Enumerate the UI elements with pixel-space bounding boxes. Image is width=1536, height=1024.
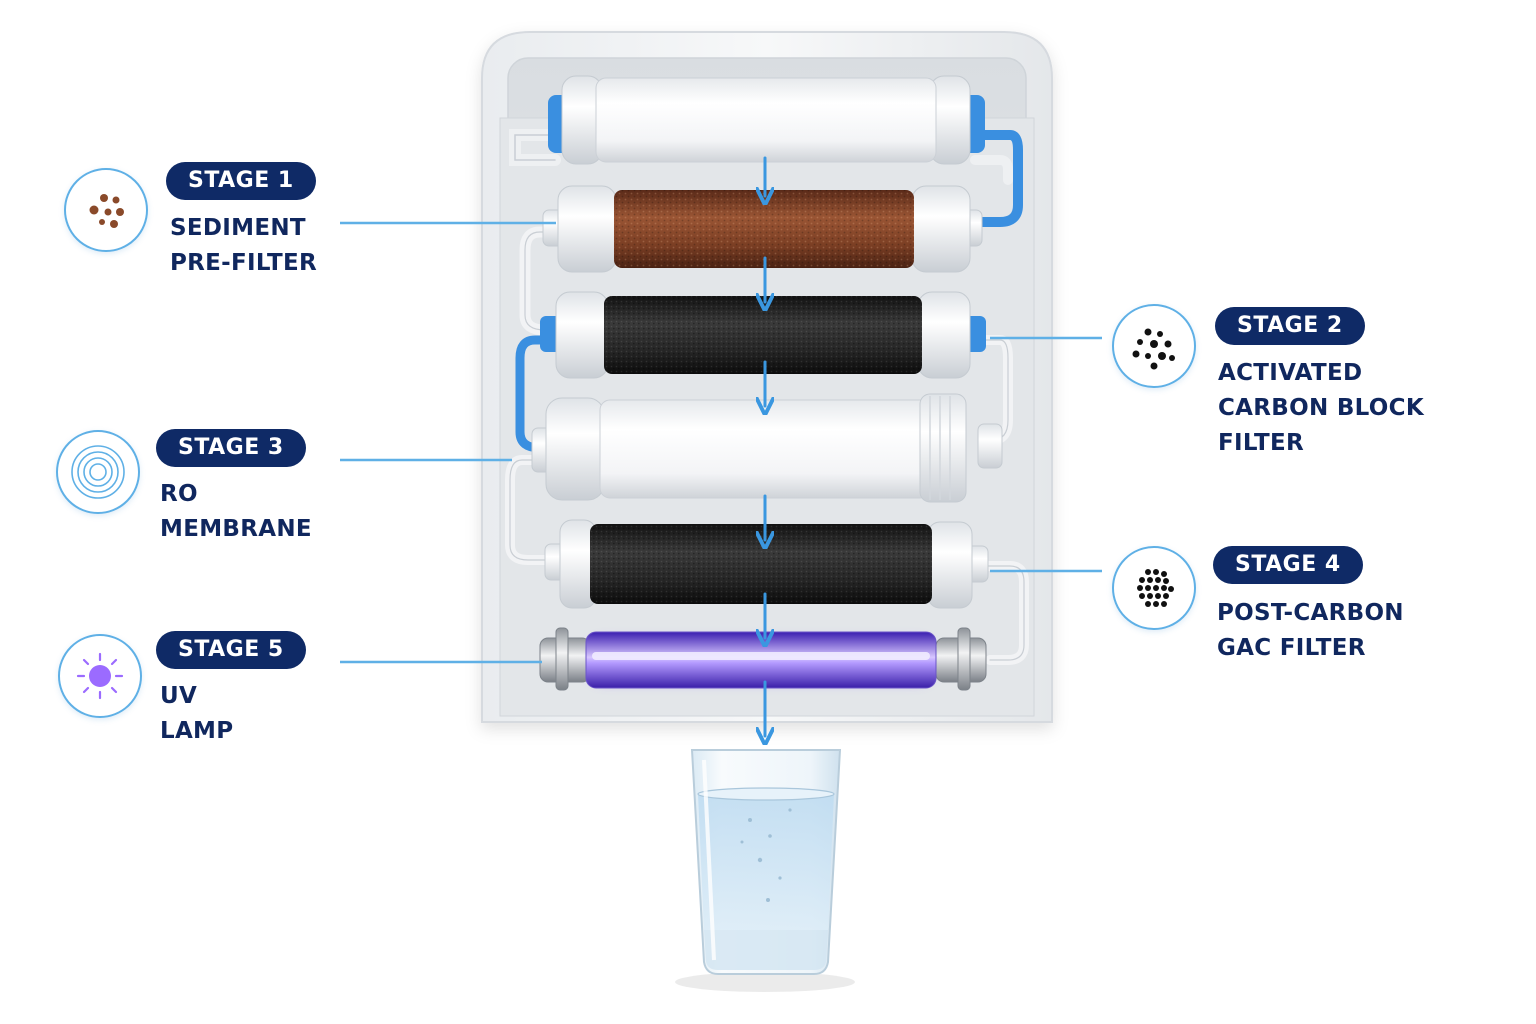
stage-2-cartridge bbox=[540, 291, 986, 379]
stage-1-badge: STAGE 1 bbox=[166, 162, 316, 200]
stage-5-badge: STAGE 5 bbox=[156, 631, 306, 669]
stage-2-title: ACTIVATED CARBON BLOCK FILTER bbox=[1218, 356, 1424, 461]
tubing bbox=[505, 129, 1029, 665]
stage-4-title-line-2: GAC FILTER bbox=[1217, 635, 1366, 661]
stage-3-title: RO MEMBRANE bbox=[160, 477, 312, 547]
stage-4-cartridge bbox=[544, 519, 989, 609]
stage-1-title-line-2: PRE-FILTER bbox=[170, 250, 318, 276]
stage-2-title-line-1: ACTIVATED bbox=[1218, 360, 1363, 386]
stage-2-title-line-3: FILTER bbox=[1218, 430, 1305, 456]
stage-5-title-line-1: UV bbox=[160, 683, 198, 709]
stage-1-cartridge bbox=[542, 185, 983, 273]
stage-5-title-line-2: LAMP bbox=[160, 718, 234, 744]
gac-granules-icon bbox=[1112, 546, 1196, 630]
stage-4-title: POST-CARBON GAC FILTER bbox=[1217, 596, 1404, 666]
stage-3-title-line-1: RO bbox=[160, 481, 198, 507]
stage-5-title: UV LAMP bbox=[160, 679, 233, 749]
water-glass bbox=[675, 749, 855, 992]
stage-1-title-line-1: SEDIMENT bbox=[170, 215, 306, 241]
carbon-granules-icon bbox=[1112, 304, 1196, 388]
stage-2-title-line-2: CARBON BLOCK bbox=[1218, 395, 1424, 421]
top-white-cartridge bbox=[548, 75, 985, 165]
stage-5-uv-lamp bbox=[539, 627, 987, 691]
stage-4-title-line-1: POST-CARBON bbox=[1217, 600, 1404, 626]
sediment-particles-icon bbox=[64, 168, 148, 252]
membrane-rings-icon bbox=[56, 430, 140, 514]
stage-1-title: SEDIMENT PRE-FILTER bbox=[170, 211, 317, 281]
stage-4-badge: STAGE 4 bbox=[1213, 546, 1363, 584]
stage-3-badge: STAGE 3 bbox=[156, 429, 306, 467]
uv-sun-icon bbox=[58, 634, 142, 718]
stage-2-badge: STAGE 2 bbox=[1215, 307, 1365, 345]
stage-3-title-line-2: MEMBRANE bbox=[160, 516, 312, 542]
stage-3-cartridge bbox=[531, 393, 1003, 503]
leader-lines bbox=[340, 221, 1102, 664]
